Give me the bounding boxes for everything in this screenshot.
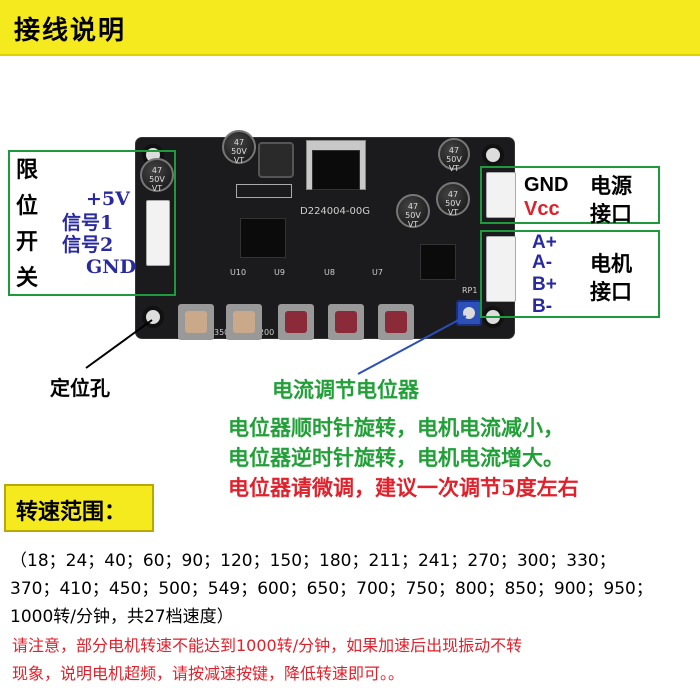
pot-instruction-3: 电位器请微调，建议一次调节5度左右 [228, 475, 579, 500]
pin-header [236, 184, 292, 198]
button-1[interactable] [178, 304, 214, 340]
button-4[interactable] [328, 304, 364, 340]
limit-pin-signal1: 信号1 [62, 212, 114, 234]
button-5[interactable] [378, 304, 414, 340]
motor-pin-b-plus: B+ [532, 274, 557, 295]
note-line-2: 现象，说明电机超频，请按减速按键，降低转速即可。。 [12, 664, 405, 683]
silk-rp1: RP1 [462, 286, 478, 295]
title-bar [0, 0, 700, 56]
motor-connector [486, 236, 516, 302]
speed-line-3: 1000转/分钟，共27档速度） [10, 607, 234, 627]
silk-u10: U10 [230, 268, 247, 277]
pot-instruction-2: 电位器逆时针旋转，电机电流增大。 [228, 445, 564, 470]
hole-annotation: 定位孔 [50, 376, 110, 400]
page-title: 接线说明 [14, 16, 127, 46]
power-pin-vcc: Vcc [524, 198, 560, 220]
limit-pin-signal2: 信号2 [62, 234, 114, 256]
note-line-1: 请注意，部分电机转速不能达到1000转/分钟，如果加速后出现振动不转 [12, 636, 523, 655]
limit-pin-gnd: GND [86, 256, 137, 278]
speed-line-1: （18；24；40；60；90；120；150；180；211；241；270；… [10, 551, 616, 571]
speed-line-2: 370；410；450；500；549；600；650；700；750；800；… [10, 579, 653, 599]
motor-label-2: 接口 [590, 279, 632, 304]
power-label-1: 电源 [590, 173, 632, 198]
mounting-hole-top-right [482, 144, 504, 166]
silk-u7: U7 [372, 268, 383, 277]
silk-u8: U8 [324, 268, 335, 277]
limit-pin-5v: +5V [86, 188, 130, 210]
mcu-chip [420, 244, 456, 280]
motor-pin-a-plus: A+ [532, 232, 557, 253]
limit-switch-connector [146, 200, 170, 266]
silk-u9: U9 [274, 268, 285, 277]
inductor [258, 142, 294, 178]
driver-chip [240, 218, 286, 258]
power-box [480, 166, 660, 224]
regulator-body [312, 150, 360, 190]
limit-switch-box [8, 150, 176, 296]
speed-range-label: 转速范围： [4, 484, 154, 532]
button-3[interactable] [278, 304, 314, 340]
power-pin-gnd: GND [524, 174, 569, 196]
motor-label-1: 电机 [590, 251, 632, 276]
limit-switch-label: 限 位 开 关 [16, 157, 39, 291]
motor-pin-b-minus: B- [532, 296, 553, 317]
motor-pin-a-minus: A- [532, 252, 553, 273]
motor-box [480, 230, 660, 318]
potentiometer-annotation: 电流调节电位器 [272, 377, 419, 402]
pot-instruction-1: 电位器顺时针旋转，电机电流减小， [228, 415, 564, 440]
power-connector [486, 172, 516, 218]
button-2[interactable] [226, 304, 262, 340]
board-part-number: D224004-00G [300, 206, 370, 217]
power-label-2: 接口 [590, 201, 632, 226]
